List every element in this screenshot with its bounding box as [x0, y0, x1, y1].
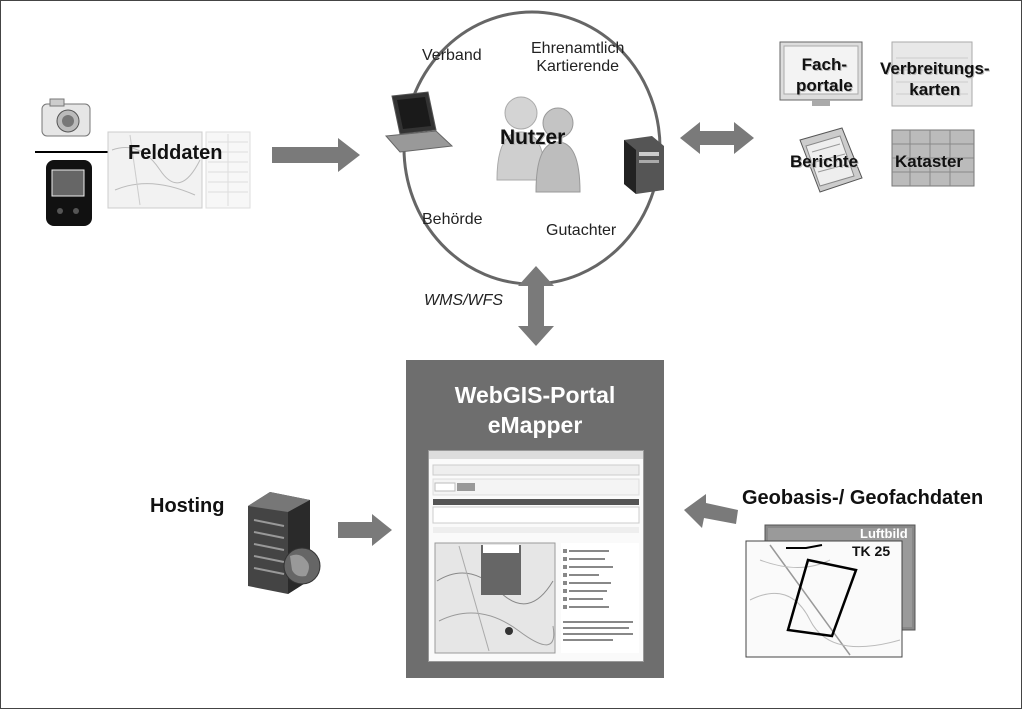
- kataster-icon: [891, 129, 975, 187]
- ehrenamtlich-line2: Kartierende: [536, 58, 620, 75]
- users-icon: [496, 96, 581, 193]
- fachportale-line1: Fach-: [801, 55, 848, 74]
- verbreitungskarten-line1: Verbreitungs-: [880, 59, 990, 78]
- arrow-users-portal: [518, 266, 554, 346]
- field-map-thumbnail: [107, 131, 203, 209]
- emapper-screenshot: [428, 450, 644, 662]
- nutzer-label: Nutzer: [500, 126, 566, 149]
- arrow-users-outputs: [680, 122, 754, 154]
- field-table-thumbnail: [205, 131, 251, 209]
- behoerde-label: Behörde: [422, 211, 483, 228]
- verbreitungskarten-icon: [891, 41, 973, 107]
- webgis-portal: WebGIS-Portal eMapper: [406, 360, 664, 678]
- fachportale-label: Fach- portale: [796, 54, 853, 96]
- gps-device-icon: [46, 160, 92, 226]
- gutachter-label: Gutachter: [546, 222, 617, 239]
- emapper-screenshot-graphic: [429, 451, 643, 654]
- geodata-label: Geobasis-/ Geofachdaten: [742, 487, 984, 509]
- fachportale-icon: [779, 41, 863, 106]
- berichte-label: Berichte: [790, 152, 859, 171]
- portal-title-line2: eMapper: [487, 412, 583, 438]
- camera-icon: [41, 98, 91, 137]
- luftbild-label: Luftbild: [860, 526, 908, 541]
- felddaten-label: Felddaten: [128, 142, 223, 164]
- berichte-icon: [799, 127, 863, 193]
- verbreitungskarten-line2: karten: [909, 80, 961, 99]
- fachportale-line2: portale: [796, 76, 853, 95]
- arrow-felddaten-to-users: [272, 138, 360, 172]
- arrow-geodata-to-portal: [684, 494, 738, 528]
- tk25-label: TK 25: [852, 543, 891, 559]
- laptop-icon: [384, 91, 454, 153]
- geodata-tk25-map: [745, 540, 903, 658]
- wms-wfs-label: WMS/WFS: [424, 292, 504, 309]
- globe-icon: [283, 547, 321, 585]
- verband-label: Verband: [422, 47, 482, 64]
- verbreitungskarten-label: Verbreitungs- karten: [880, 58, 990, 100]
- server-icon: [624, 136, 664, 194]
- kataster-label: Kataster: [895, 152, 964, 171]
- hosting-label: Hosting: [150, 495, 225, 517]
- ehrenamtlich-label: Ehrenamtlich Kartierende: [531, 40, 624, 76]
- ehrenamtlich-line1: Ehrenamtlich: [531, 40, 625, 57]
- portal-title-line1: WebGIS-Portal: [454, 382, 616, 408]
- arrow-hosting-to-portal: [338, 514, 392, 546]
